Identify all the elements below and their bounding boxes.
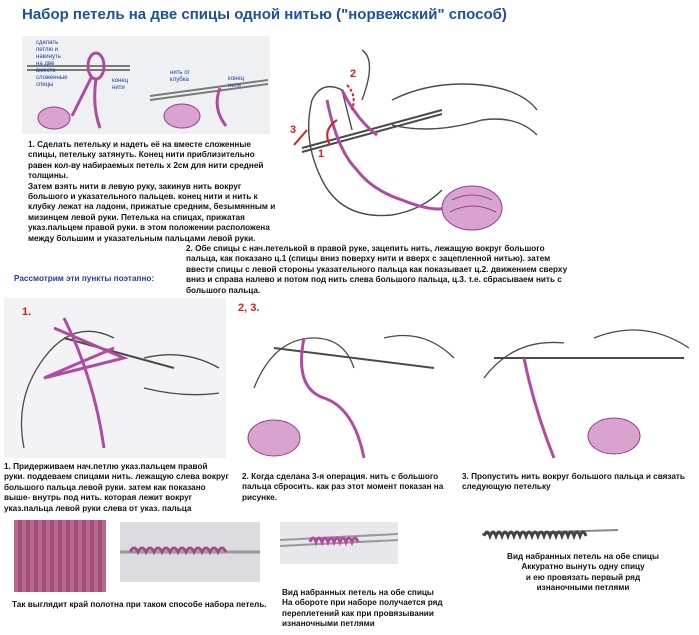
caption-edge: Так выглядит край полотна при таком спос…: [12, 600, 267, 609]
note-line: накинуть: [36, 54, 61, 60]
caption-stage-3: 3. Пропустить нить вокруг большого пальц…: [462, 472, 685, 492]
stage-label: 2, 3.: [238, 302, 260, 314]
stage-1-illustration: 1.: [4, 298, 226, 458]
hands-illustration-main: 2 3 1: [282, 40, 544, 240]
diagram-number: 2: [350, 68, 357, 80]
page-title: Набор петель на две спицы одной нитью ("…: [22, 6, 507, 23]
note-line: петлю и: [36, 47, 59, 53]
diagram-number: 1: [318, 148, 325, 160]
note-line: сложенные: [36, 75, 68, 81]
caption-stage-2: 2. Когда сделана 3-я операция. нить с бо…: [242, 472, 444, 502]
step2-text: 2. Обе спицы с нач.петелькой в правой ру…: [186, 244, 568, 295]
label-yarn-end: конец нити: [112, 78, 129, 91]
caption-two-needles: Вид набранных петель на обе спицы На обо…: [282, 588, 443, 629]
two-needles-photo: [280, 522, 398, 564]
slip-knot-illustration: сделать петлю и накинуть на две вместе с…: [22, 36, 270, 134]
knitted-edge-photo: [14, 520, 106, 592]
caption-stage-1: 1. Придерживаем нач.петлю указ.пальцем п…: [4, 462, 229, 513]
consider-text: Рассмотрим эти пункты поэтапно:: [14, 274, 155, 283]
diagram-number: 3: [290, 124, 297, 136]
note-line: сделать: [36, 40, 59, 46]
note-line: вместе: [36, 68, 56, 74]
note-line: спицы: [36, 82, 54, 88]
stage-2-3-illustration: 2, 3.: [234, 298, 456, 466]
note-line: на две: [36, 61, 55, 67]
label-from-ball: нить от клубка: [170, 70, 191, 83]
stage-3-illustration: [464, 298, 694, 466]
step1-text: 1. Сделать петельку и надеть её на вмест…: [28, 140, 276, 243]
grey-cast-on-photo: [478, 518, 620, 550]
cast-on-edge-photo: [120, 522, 260, 582]
label-yarn-end-2: конец нити: [228, 76, 245, 89]
caption-right: Вид набранных петель на обе спицы Аккура…: [507, 552, 659, 593]
slip-knot-note: сделать петлю и накинуть на две вместе с…: [36, 40, 76, 89]
stage-label: 1.: [22, 306, 32, 318]
